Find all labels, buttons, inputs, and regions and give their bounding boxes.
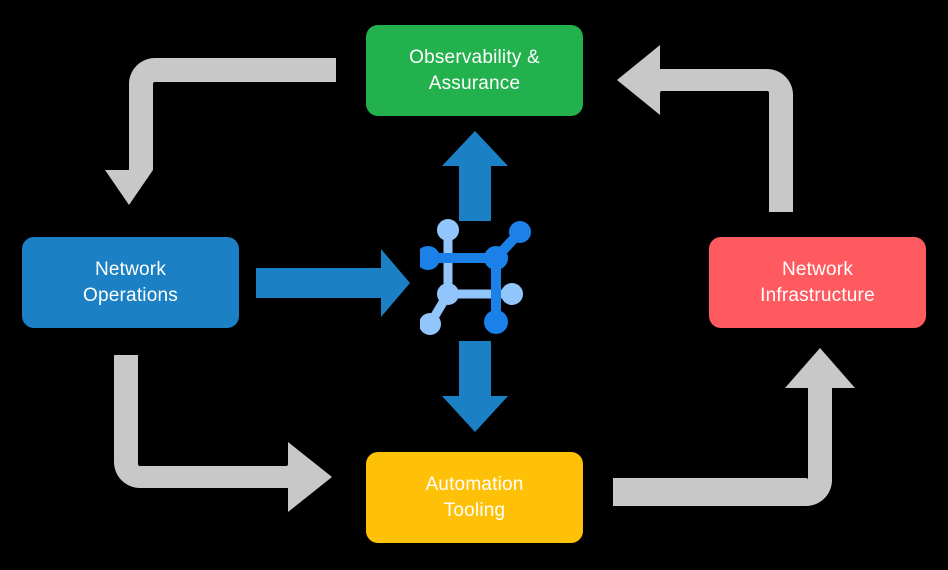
node-network-operations[interactable]: Network Operations bbox=[22, 237, 239, 328]
node-network-infrastructure[interactable]: Network Infrastructure bbox=[709, 237, 926, 328]
mesh-nodes-dark bbox=[420, 221, 531, 334]
gray-arrow-infrastructure-to-observability bbox=[617, 45, 793, 212]
node-observability-assurance[interactable]: Observability & Assurance bbox=[366, 25, 583, 116]
gray-arrow-automation-to-infrastructure bbox=[613, 348, 855, 506]
node-automation-tooling-label: Automation Tooling bbox=[425, 474, 524, 521]
gray-arrow-observability-to-operations bbox=[105, 58, 336, 205]
blue-arrow-hub-to-observability bbox=[442, 131, 508, 221]
gray-arrow-operations-to-automation bbox=[114, 355, 332, 512]
blue-arrow-hub-to-automation bbox=[442, 341, 508, 432]
node-observability-label: Observability & Assurance bbox=[409, 47, 540, 94]
mesh-nodes-light bbox=[420, 219, 523, 335]
node-automation-tooling[interactable]: Automation Tooling bbox=[366, 452, 583, 543]
blue-arrow-operations-to-hub bbox=[256, 249, 410, 317]
node-network-infrastructure-label: Network Infrastructure bbox=[760, 259, 875, 306]
network-mesh-icon bbox=[420, 219, 531, 335]
node-network-operations-label: Network Operations bbox=[83, 259, 178, 306]
